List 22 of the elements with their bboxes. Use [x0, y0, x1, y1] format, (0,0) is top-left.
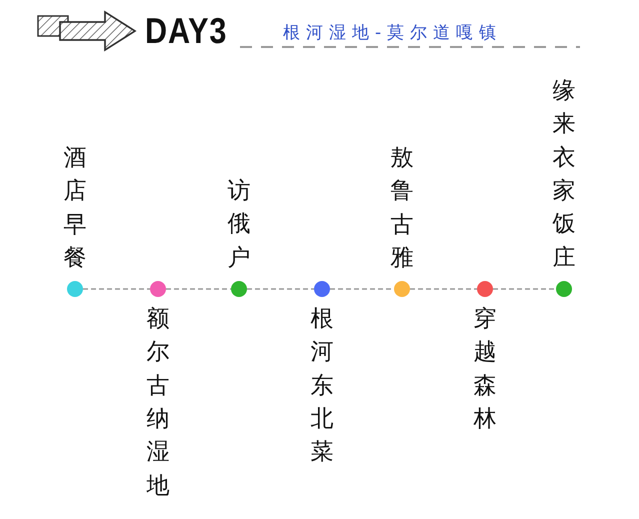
stop-dot	[477, 281, 493, 297]
stop-label: 额尔古纳湿地	[146, 305, 170, 501]
dashed-connector	[247, 288, 314, 290]
stop-label: 访俄户	[228, 177, 250, 273]
stop-dot	[67, 281, 83, 297]
route-subtitle: 根河湿地-莫尔道嘎镇	[283, 22, 502, 44]
stop-dot	[394, 281, 410, 297]
stop-label: 根河东北菜	[310, 305, 334, 468]
dashed-connector	[83, 288, 150, 290]
stop-dot	[231, 281, 247, 297]
stop-dot	[150, 281, 166, 297]
stop-label: 酒店早餐	[64, 144, 86, 274]
day-title: DAY3	[145, 10, 228, 52]
stop-label: 敖鲁古雅	[390, 144, 414, 274]
stop-label: 穿越森林	[474, 305, 496, 434]
dashed-connector	[166, 288, 231, 290]
stop-dot	[314, 281, 330, 297]
stop-label: 缘来衣家饭庄	[552, 77, 576, 273]
dashed-connector	[493, 288, 556, 290]
dashed-connector	[330, 288, 394, 290]
dashed-connector	[410, 288, 477, 290]
stop-dot	[556, 281, 572, 297]
